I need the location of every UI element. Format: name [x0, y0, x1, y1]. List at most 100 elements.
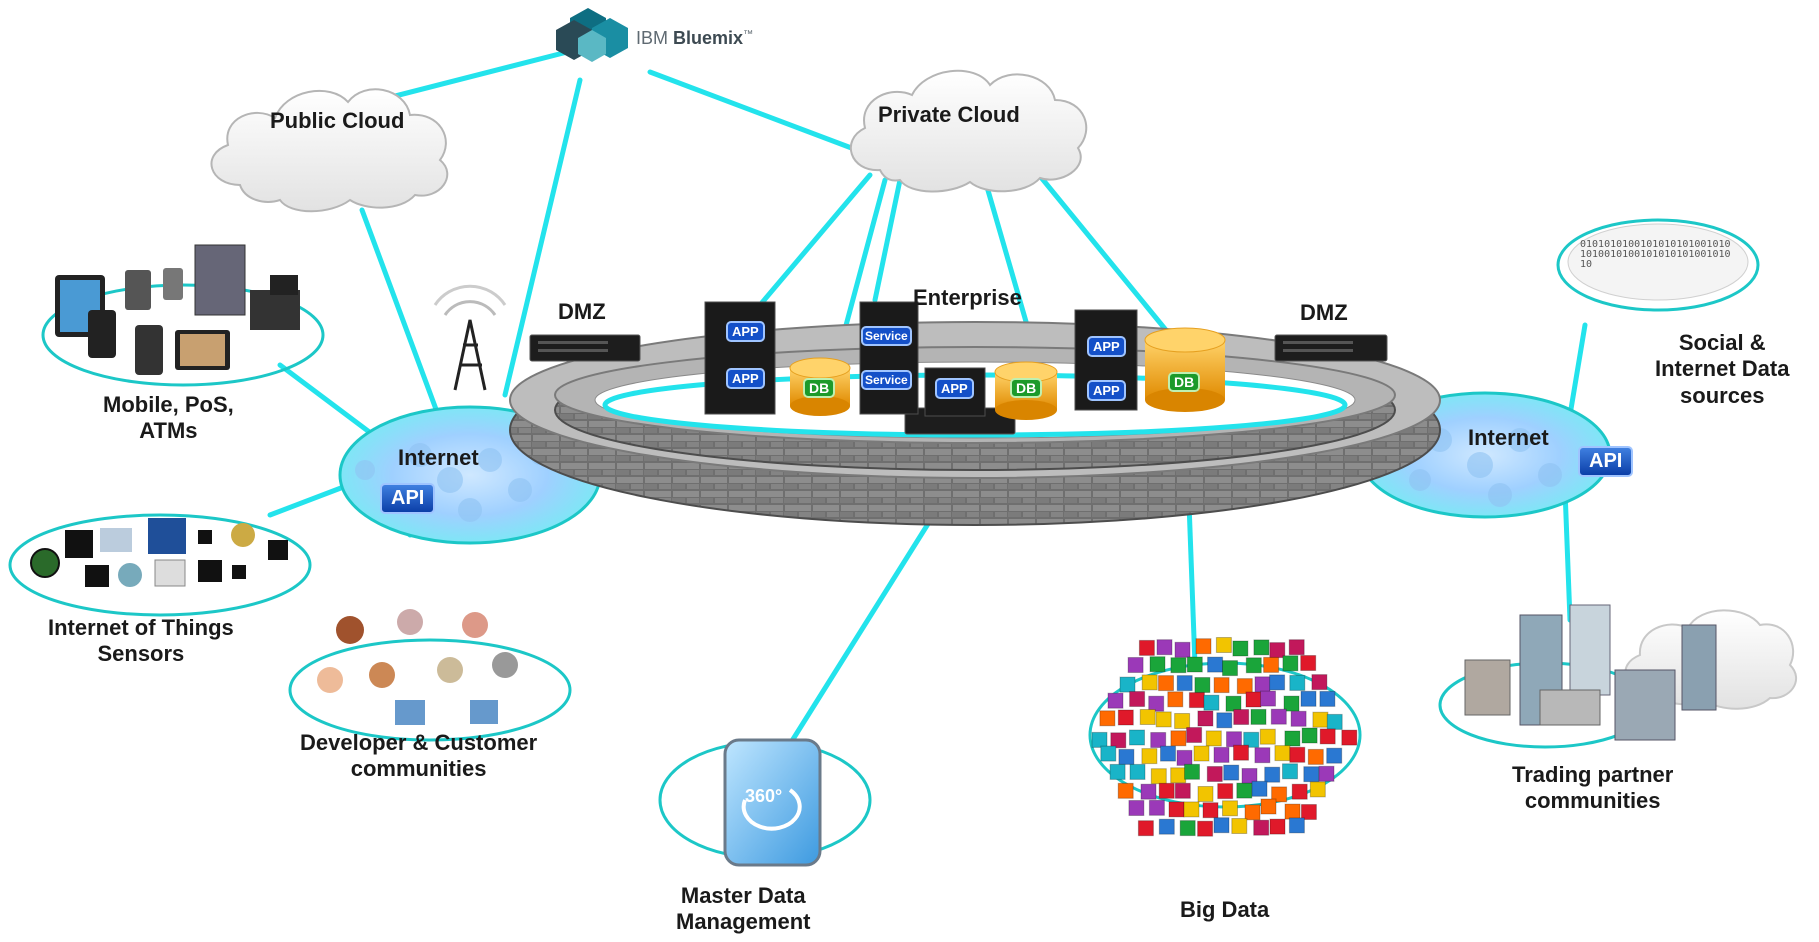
data-cube [1160, 745, 1176, 762]
data-cube [1217, 783, 1234, 800]
data-cube [1091, 731, 1108, 748]
mdm-360-icon [723, 738, 822, 867]
data-cube [1158, 782, 1175, 799]
data-cube [1137, 820, 1154, 837]
data-cube [1206, 766, 1223, 782]
brand-tm: ™ [743, 29, 754, 40]
dmz-right-server [1274, 334, 1388, 362]
iot-label: Internet of Things Sensors [48, 615, 234, 668]
data-cube [1150, 768, 1167, 785]
data-cube [1213, 817, 1230, 834]
app-rack-1 [704, 301, 776, 415]
data-cube [1174, 713, 1191, 729]
bluemix-logo-icon [556, 8, 628, 62]
data-cube [1158, 818, 1175, 835]
iot-sensors-icon [30, 518, 288, 587]
data-cube [1148, 695, 1165, 712]
data-cube [1202, 802, 1219, 819]
data-cube [1222, 800, 1238, 817]
data-cube [1140, 783, 1157, 800]
social-label-line2: Internet Data [1655, 356, 1790, 382]
data-cube [1197, 786, 1214, 802]
app-badge-3: APP [935, 378, 974, 399]
developer-label-line2: communities [350, 756, 487, 782]
data-cube [1270, 708, 1287, 725]
data-cube [1170, 657, 1187, 674]
data-cube [1193, 745, 1210, 762]
data-cube [1232, 640, 1249, 657]
data-cube [1271, 786, 1288, 803]
mobile-label-line1: Mobile, PoS, [103, 392, 234, 417]
mobile-label: Mobile, PoS, ATMs [103, 392, 234, 445]
data-cube [1150, 732, 1167, 748]
data-cube [1179, 820, 1196, 837]
data-cube [1254, 676, 1271, 693]
data-cube [1259, 728, 1276, 745]
data-cube [1269, 674, 1286, 691]
data-cube [1213, 677, 1230, 694]
data-cube [1303, 766, 1320, 783]
data-cube [1269, 818, 1286, 835]
app-badge-5: APP [1087, 380, 1126, 401]
data-cube [1129, 691, 1146, 707]
data-cube [1274, 745, 1291, 762]
developer-community-icon [317, 609, 518, 725]
data-cube [1139, 709, 1156, 725]
data-cube [1222, 660, 1238, 677]
binary-data-icon [1567, 223, 1749, 301]
db-badge-1: DB [803, 378, 836, 398]
data-cube [1226, 731, 1242, 748]
mdm-label-line2: Management [676, 909, 811, 935]
data-cube [1110, 732, 1127, 749]
data-cube [1148, 799, 1165, 816]
data-cube [1158, 675, 1174, 692]
data-cube [1213, 746, 1230, 763]
data-cube [1282, 655, 1299, 672]
big-data-cubes-icon [1091, 637, 1358, 837]
data-cube [1236, 782, 1253, 799]
app-badge-4: APP [1087, 336, 1126, 357]
public-cloud-label: Public Cloud [270, 108, 405, 133]
data-cube [1301, 727, 1318, 744]
data-cube [1174, 782, 1191, 799]
service-badge-2: Service [861, 370, 912, 390]
dmz-left-label: DMZ [558, 299, 606, 324]
data-cube [1194, 677, 1211, 693]
data-cube [1197, 820, 1214, 837]
internet-right-label: Internet [1468, 425, 1549, 450]
data-cube [1263, 656, 1280, 673]
data-cube [1288, 639, 1305, 656]
data-cube [1225, 695, 1242, 712]
data-cube [1184, 763, 1200, 780]
internet-left-label: Internet [398, 445, 479, 470]
data-cube [1127, 657, 1144, 673]
mdm-label: Master Data Management [676, 883, 810, 936]
api-badge-right: API [1578, 446, 1634, 477]
mdm-360-badge: 360° [745, 786, 783, 806]
mdm-label-line1: Master Data [680, 883, 806, 908]
data-cube [1311, 674, 1328, 691]
db-badge-2: DB [1010, 378, 1043, 398]
data-cube [1312, 711, 1329, 728]
data-cube [1264, 766, 1281, 783]
data-cube [1307, 748, 1324, 765]
data-cube [1107, 692, 1124, 709]
data-cube [1245, 657, 1262, 674]
developer-label-line1: Developer & Customer [300, 730, 538, 755]
data-cube [1195, 638, 1212, 655]
data-cube [1231, 818, 1248, 834]
iot-label-line2: Sensors [97, 641, 185, 667]
data-cube [1186, 656, 1203, 673]
data-cube [1100, 745, 1117, 762]
data-cube [1254, 747, 1271, 764]
data-cube [1233, 709, 1250, 725]
data-cube [1253, 819, 1270, 836]
developer-label: Developer & Customer communities [300, 730, 537, 783]
data-cube [1309, 781, 1326, 798]
data-cube [1117, 709, 1134, 726]
data-cube [1118, 748, 1135, 765]
dmz-left-server [529, 334, 641, 362]
data-cube [1205, 730, 1222, 747]
data-cube [1318, 765, 1335, 782]
